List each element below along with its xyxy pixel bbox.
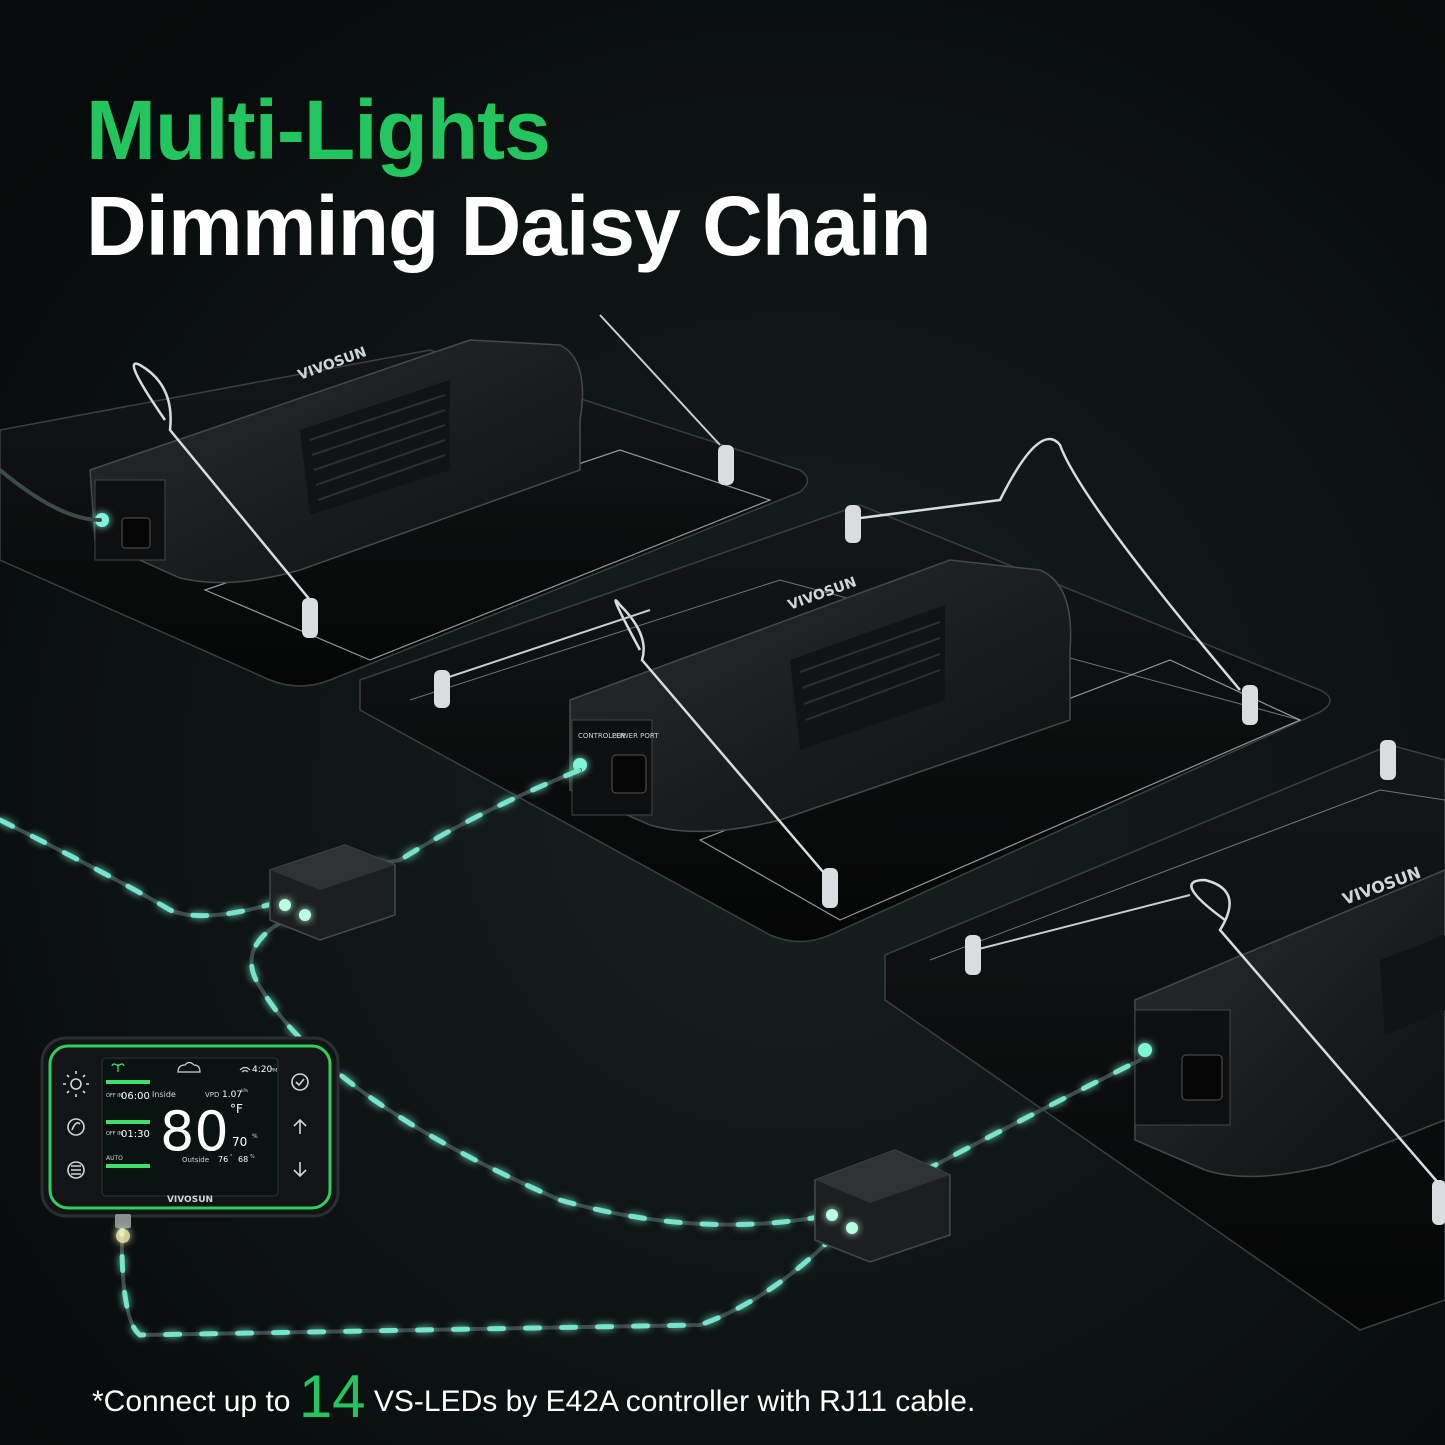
temperature-unit: °F [230, 1102, 243, 1116]
temperature-readout: 80 [160, 1100, 229, 1163]
controller-port-glow [1138, 1043, 1152, 1057]
headline: Multi-Lights Dimming Daisy Chain [86, 82, 932, 274]
footnote: *Connect up to 14 VS-LEDs by E42A contro… [92, 1362, 975, 1431]
grow-light-3: VIVOSUN [884, 740, 1445, 1331]
headline-line-1: Multi-Lights [86, 83, 551, 177]
inside-label: Inside [152, 1090, 176, 1099]
hanging-bolt [434, 505, 1258, 908]
controller-port-label: CONTROLLER [578, 732, 626, 740]
hanging-bolt [302, 445, 734, 638]
vpd-value: 1.07 [222, 1090, 242, 1100]
check-icon[interactable] [291, 1073, 309, 1091]
rj11-splitter-1 [269, 844, 396, 941]
leaf-recycle-icon[interactable] [67, 1118, 85, 1136]
controller-brand: VIVOSUN [167, 1195, 213, 1205]
outside-label: Outside [182, 1156, 209, 1164]
rj11-splitter-2 [814, 1149, 951, 1263]
sun-icon[interactable] [63, 1071, 89, 1097]
footnote-prefix: *Connect up to [92, 1385, 299, 1418]
auto-label: AUTO [106, 1155, 123, 1162]
humidity-unit: % [252, 1133, 258, 1140]
vpd-label: VPD [205, 1091, 219, 1099]
timer-value: 01:30 [121, 1129, 150, 1140]
footnote-suffix: VS-LEDs by E42A controller with RJ11 cab… [365, 1385, 976, 1418]
timer-label: OFF IN [106, 1131, 123, 1137]
on-label: OFF IN [106, 1093, 123, 1099]
arrow-down-icon[interactable] [293, 1162, 307, 1178]
footnote-highlight: 14 [298, 1363, 366, 1430]
outside-humidity: 68 [238, 1155, 248, 1164]
arrow-up-icon[interactable] [293, 1118, 307, 1134]
headline-line-2: Dimming Daisy Chain [86, 179, 932, 273]
controller-clock: 4:20 [252, 1065, 272, 1075]
hanging-bolt [965, 740, 1445, 1225]
grow-light-1: VIVOSUN [0, 314, 809, 687]
rj11-cables [0, 468, 1143, 1338]
cloud-icon [177, 1061, 201, 1073]
e42a-controller: VIVOSUN [40, 1036, 340, 1243]
menu-icon[interactable] [67, 1161, 85, 1179]
outside-temp: 76 [218, 1155, 228, 1164]
plant-icon [111, 1063, 125, 1072]
outside-temp-unit: ° [230, 1154, 233, 1160]
outside-humidity-unit: % [250, 1154, 255, 1160]
vpd-unit: kPa [241, 1088, 249, 1093]
grow-light-2: CONTROLLER POWER PORT VIVOSUN [359, 437, 1331, 943]
on-time: 06:00 [121, 1091, 150, 1102]
wifi-icon [239, 1066, 251, 1073]
humidity-readout: 70 [232, 1135, 247, 1149]
controller-clock-suffix: PM [270, 1068, 277, 1074]
power-port-label: POWER PORT [612, 732, 659, 740]
controller-port-glow [573, 758, 587, 772]
